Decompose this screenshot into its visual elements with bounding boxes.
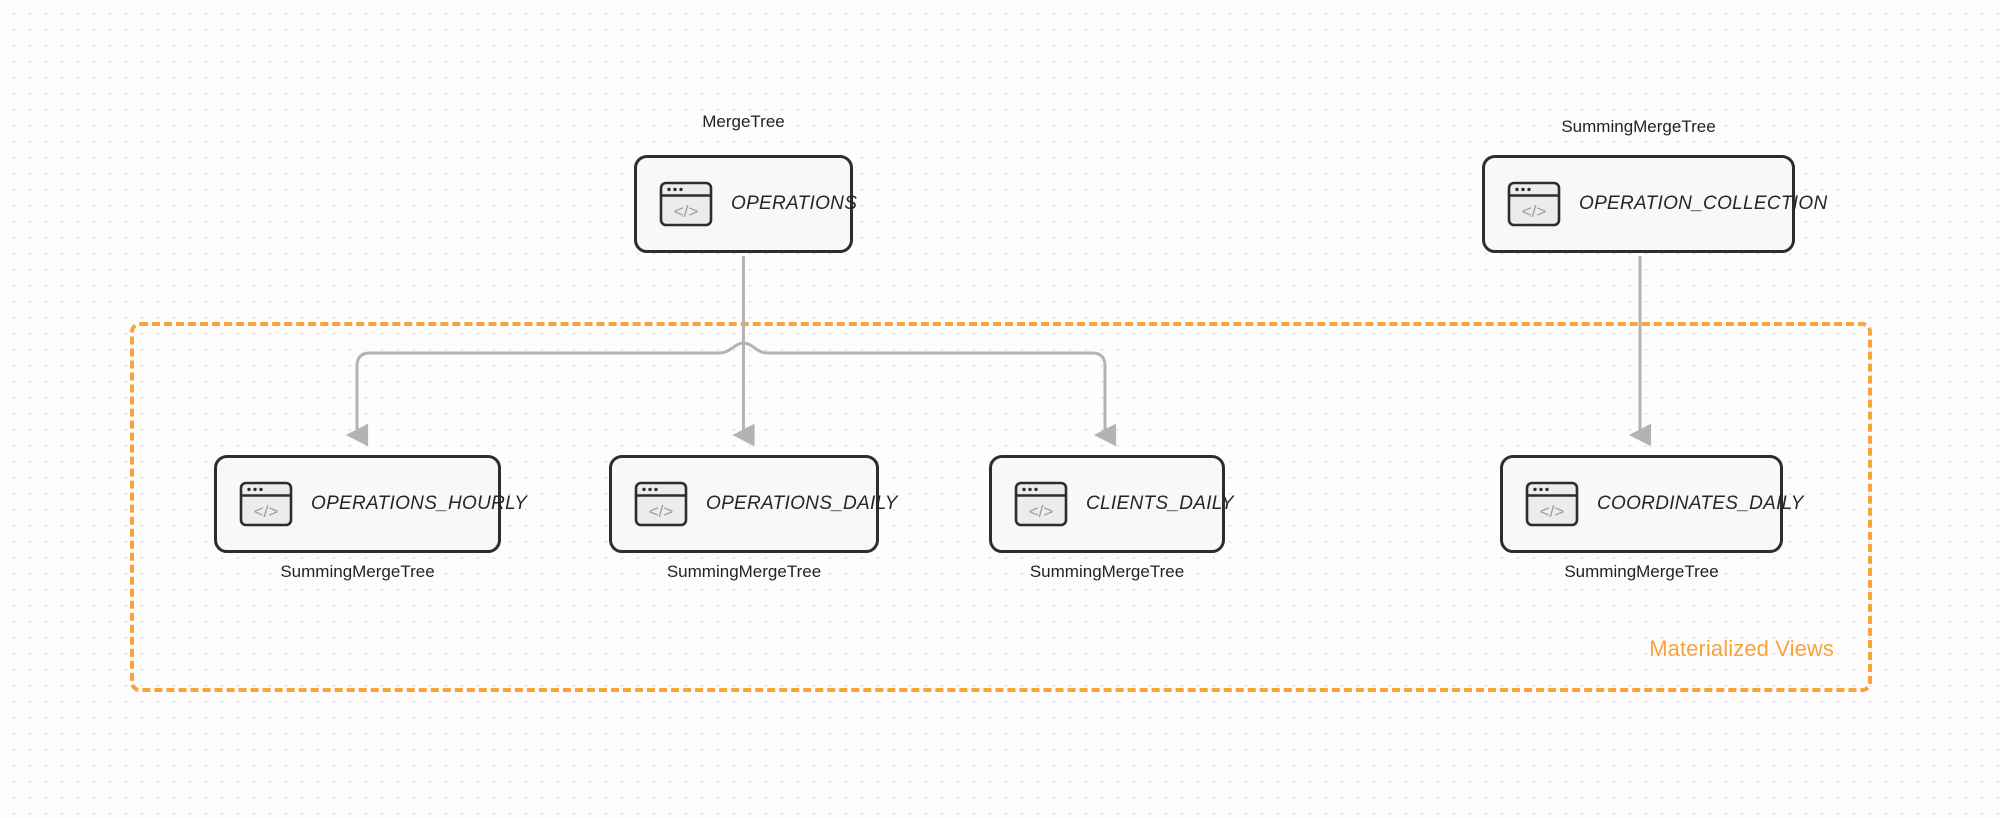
engine-caption-operations: MergeTree [702,112,785,131]
code-window-icon: </> [1014,481,1068,527]
code-window-icon: </> [659,181,713,227]
node-operation-collection[interactable]: </> OPERATION_COLLECTION [1482,155,1827,253]
materialized-views-group-label: Materialized Views [1649,636,1834,661]
node-operations-hourly[interactable]: </> OPERATIONS_HOURLY [214,455,527,553]
code-window-icon: </> [239,481,293,527]
node-label: CLIENTS_DAILY [1086,493,1234,514]
node-label: COORDINATES_DAILY [1597,493,1804,514]
svg-text:</>: </> [1522,202,1547,221]
node-coordinates-daily[interactable]: </> COORDINATES_DAILY [1500,455,1803,553]
svg-text:</>: </> [1540,502,1565,521]
engine-caption-operations-hourly: SummingMergeTree [280,562,435,581]
node-operations[interactable]: </> OPERATIONS [634,155,857,253]
engine-caption-operations-daily: SummingMergeTree [666,562,822,581]
svg-text:</>: </> [1029,502,1054,521]
engine-caption-operation-collection: SummingMergeTree [1561,117,1716,136]
node-clients-daily[interactable]: </> CLIENTS_DAILY [989,455,1234,553]
code-window-icon: </> [1507,181,1561,227]
engine-caption-clients-daily: SummingMergeTree [1029,562,1185,581]
svg-text:</>: </> [254,502,279,521]
node-label: OPERATIONS_DAILY [706,493,898,514]
code-window-icon: </> [1525,481,1579,527]
svg-text:</>: </> [649,502,674,521]
node-label: OPERATIONS_HOURLY [311,493,528,514]
node-label: OPERATIONS [731,193,858,214]
node-operations-daily[interactable]: </> OPERATIONS_DAILY [609,455,897,553]
node-label: OPERATION_COLLECTION [1579,193,1828,214]
code-window-icon: </> [634,481,688,527]
svg-text:</>: </> [674,202,699,221]
materialized-views-group: Materialized Views [130,322,1872,692]
engine-caption-coordinates-daily: SummingMergeTree [1564,562,1719,581]
